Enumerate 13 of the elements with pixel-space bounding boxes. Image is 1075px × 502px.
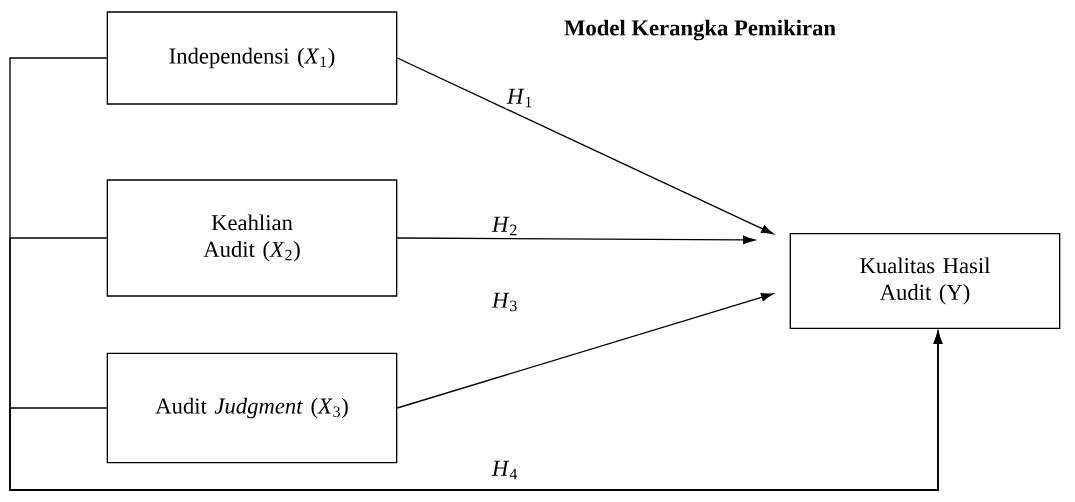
variable-box: Keahlian Audit (X$_{2}$)	[106, 179, 398, 297]
variable-box: Audit Judgment (X$_{3}$)	[106, 352, 398, 464]
edge-label: H$_{3}$	[490, 291, 520, 313]
title: Model Kerangka Pemikiran	[564, 19, 836, 41]
arrow	[396, 57, 774, 235]
arrow	[9, 331, 943, 491]
variable-box: Independensi (X$_{1}$)	[106, 11, 398, 105]
edge-label: H$_{4}$	[490, 459, 520, 481]
variable-box: Kualitas Hasil Audit (Y)	[789, 233, 1061, 329]
edge-label: H$_{2}$	[490, 215, 520, 237]
arrow	[396, 235, 756, 245]
arrow	[396, 292, 774, 409]
edge-label: H$_{1}$	[505, 87, 535, 109]
